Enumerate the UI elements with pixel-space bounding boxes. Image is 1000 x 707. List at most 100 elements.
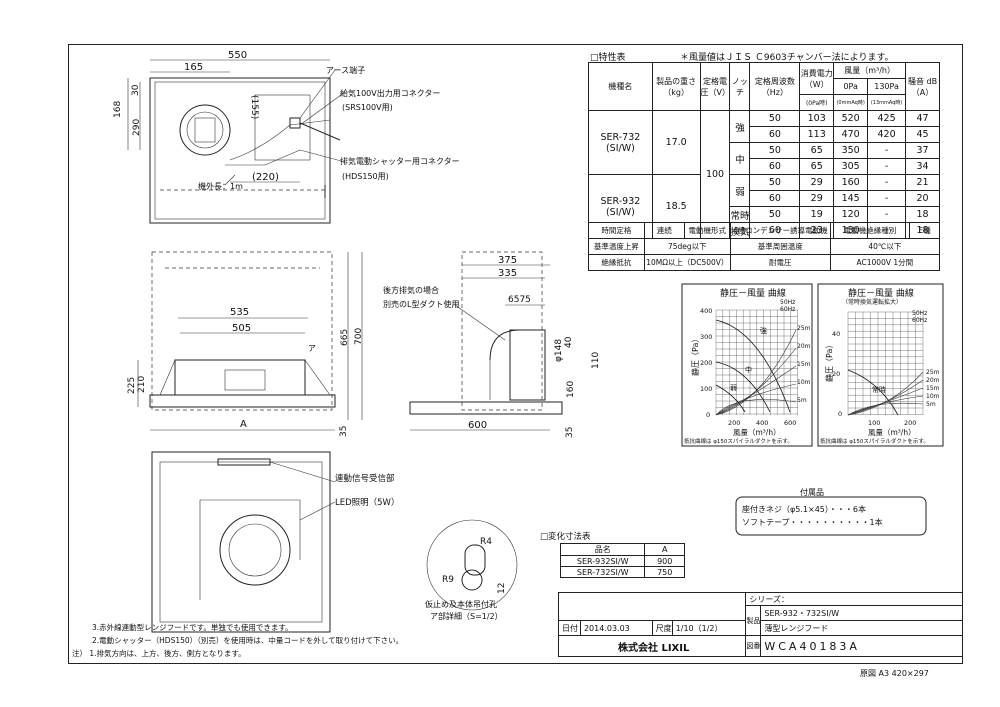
hd-pa0-sub: (0mmAq時) [833, 94, 869, 111]
dim-225: 225 [127, 377, 137, 394]
dim-220: (220) [252, 172, 279, 183]
hd-pa0: 0Pa [833, 78, 869, 95]
label-connector-100v: 給気100V出力用コネクター [340, 88, 440, 98]
hd-noise: 騒音 dB（A） [905, 62, 940, 111]
label-l-duct: 別売のL型ダクト使用 [383, 299, 459, 309]
graph1-xtick-0: 200 [728, 419, 740, 427]
cell: 18 [905, 206, 940, 223]
cell: 40℃以下 [829, 238, 941, 255]
cell: 145 [833, 190, 869, 207]
graph1-curve-weak: 弱 [730, 384, 737, 392]
cell: SER-732SI/W [559, 566, 646, 578]
cell: 4極コンデンサー誘導電動機 [729, 222, 831, 239]
graph1-ytick-0: 400 [700, 307, 712, 315]
cell: 113 [799, 126, 835, 143]
cell: 60 [749, 190, 801, 207]
cell: - [867, 206, 907, 223]
hd-power: 消費電力（W） [799, 62, 835, 95]
graph2-ytick-1: 20 [832, 370, 840, 378]
graph1-curve-line [715, 319, 791, 413]
notch-medium: 中 [729, 142, 751, 175]
dim-375: 375 [498, 255, 517, 266]
original-size: 原図 A3 420×297 [860, 669, 929, 678]
graph2-xaxis: 風量（m³/h） [868, 428, 916, 437]
drawing-number: WCA40183A [760, 635, 963, 657]
graph1-legend-60: 60Hz [780, 306, 795, 313]
cell: 420 [867, 126, 907, 143]
graph1-pipe-curve [715, 329, 797, 416]
dim-a: A [240, 419, 247, 430]
spec-table: 機種名 製品の重さ（kg） 定格電圧（V） ノッチ 定格周波数（Hz） 消費電力… [588, 62, 940, 239]
hd-pa130-sub: (13mmAq時) [867, 94, 907, 111]
cell: 21 [905, 174, 940, 191]
front-view: A 535 505 225 210 665 700 35 ア [127, 251, 364, 437]
detail-a: R4 R9 12 仮止め及本体吊付孔 ア部詳細（S=1/2） [425, 519, 518, 621]
cell: 19 [799, 206, 835, 223]
cell: 電動機形式 [683, 222, 731, 239]
graph1-pipe-curve [715, 383, 797, 416]
graph2-legend-60: 60Hz [912, 317, 927, 324]
hd-freq: 定格周波数（Hz） [749, 62, 801, 111]
dim-35-front: 35 [339, 426, 349, 437]
graph1-xaxis: 風量（m³/h） [733, 428, 781, 437]
cell: 47 [905, 110, 940, 127]
cell: 時間定格 [588, 222, 645, 239]
accessories-title: 付属品 [800, 487, 824, 497]
cell: 37 [905, 142, 940, 159]
graph1-xtick-2: 600 [784, 419, 796, 427]
cell: 電動機絶縁種別 [829, 222, 911, 239]
dim-505: 505 [232, 323, 251, 334]
cell: 34 [905, 158, 940, 175]
dim-535: 535 [230, 307, 249, 318]
graph2-pipe-curve [847, 387, 924, 416]
dim-290: 290 [132, 119, 142, 136]
graph2-pipe-2: 15m [926, 385, 940, 392]
cell: 50 [749, 142, 801, 159]
graph1-pipe-4: 5m [797, 397, 807, 404]
scale-value: 1/10（1/2） [671, 620, 747, 636]
cell: 65 [799, 158, 835, 175]
dim-35-side: 35 [565, 427, 575, 438]
label-remote-receiver: 連動信号受信部 [335, 473, 395, 484]
cell: 160 [833, 174, 869, 191]
dim-r4: R4 [480, 537, 492, 547]
dim-600: 600 [468, 420, 487, 431]
note-3: 3.赤外線連動型レンジフードです。単独でも使用できます。 [92, 622, 293, 632]
graph2-subtitle: （常時換気運転拡大） [842, 298, 902, 306]
dim-168: 168 [113, 101, 123, 118]
notch-strong: 強 [729, 110, 751, 143]
cell: 60 [749, 158, 801, 175]
cell: - [867, 190, 907, 207]
notch-weak: 弱 [729, 174, 751, 207]
hd-model: 機種名 [588, 62, 653, 111]
dim-r9: R9 [442, 575, 454, 585]
hd-weight: 製品の重さ（kg） [651, 62, 701, 111]
cell: 20 [905, 190, 940, 207]
cell: 520 [833, 110, 869, 127]
variants-title: □変化寸法表 [540, 532, 591, 542]
cell: 10MΩ以上（DC500V） [643, 254, 731, 271]
hd-notch: ノッチ [729, 62, 751, 111]
graph2-pipe-4: 5m [926, 401, 936, 408]
dim-700: 700 [354, 328, 364, 345]
dim-550: 550 [228, 50, 247, 61]
hd-power-sub: (0Pa時) [799, 94, 835, 111]
cell: E種 [909, 222, 940, 239]
top-view: 550 165 168 30 290 (155) (220) アース端子 給気1… [113, 50, 460, 224]
cell: 305 [833, 158, 869, 175]
graph1-note: 抵抗曲線は φ150スパイラルダクトを示す。 [684, 437, 793, 445]
cell: - [867, 142, 907, 159]
dim-210: 210 [137, 376, 147, 393]
cell: 75deg以下 [643, 238, 731, 255]
label-rear-exhaust: 後方排気の場合 [383, 285, 439, 295]
graph1-pipe-3: 10m [797, 379, 811, 386]
dim-6575: 6575 [508, 295, 531, 305]
spec-title: □特性表 [590, 53, 626, 63]
graph2-xtick-1: 200 [904, 419, 916, 427]
label-connector-100v-model: (SRS100V用) [342, 103, 393, 112]
graph1-curve-medium: 中 [745, 365, 752, 374]
graph2-ytick-2: 0 [838, 410, 842, 418]
